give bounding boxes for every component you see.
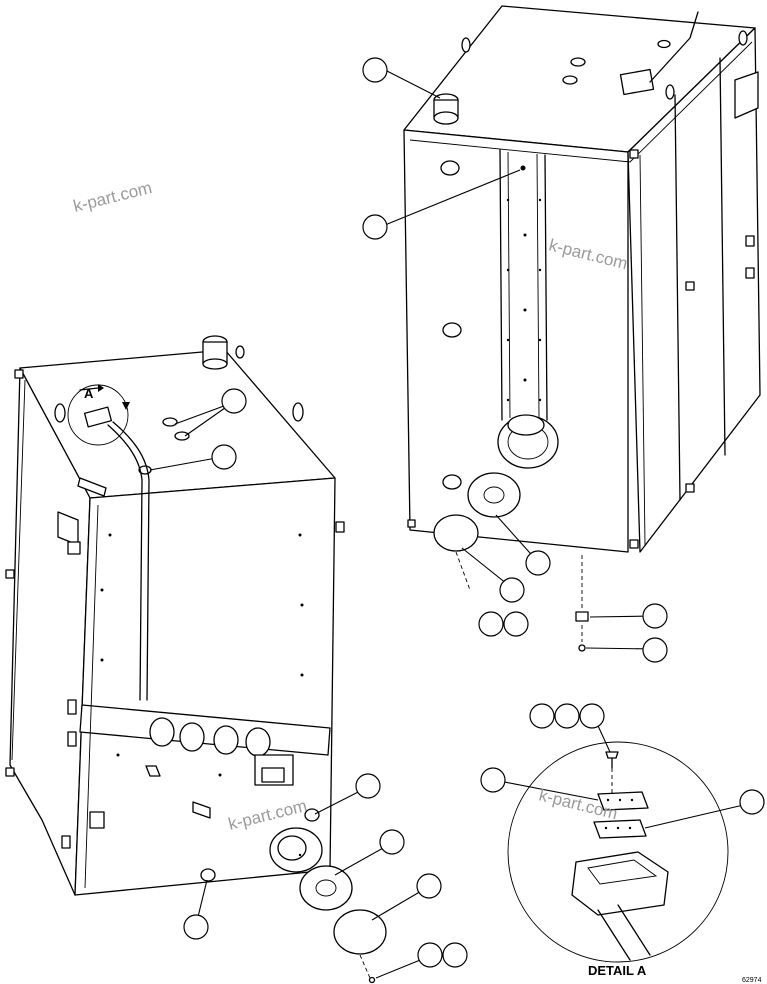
callout-bubble: [478, 611, 504, 637]
view-arrow-label: A: [84, 386, 94, 401]
callout-bubble: [642, 603, 668, 629]
tank-rear-view: [403, 5, 761, 652]
callout-bubble: [211, 444, 237, 470]
callout-bubble: [183, 914, 209, 940]
watermark: k-part.com: [537, 785, 620, 823]
tank-front-view: [5, 335, 387, 984]
callout-bubble: [379, 829, 405, 855]
detail-a-view: [507, 741, 729, 963]
callout-bubble: [579, 703, 605, 729]
callout-bubble: [503, 611, 529, 637]
drawing-id: 62974: [742, 977, 762, 984]
watermark: k-part.com: [71, 178, 154, 216]
callout-bubble: [362, 57, 388, 83]
callout-bubble: [417, 942, 443, 968]
callout-bubbles: [183, 57, 765, 968]
detail-a-title: DETAIL A: [588, 963, 647, 978]
callout-bubble: [221, 388, 247, 414]
callout-bubble: [739, 789, 765, 815]
callout-bubble: [529, 703, 555, 729]
callout-bubble: [480, 767, 506, 793]
callout-bubble: [355, 773, 381, 799]
callout-bubble: [554, 703, 580, 729]
callout-bubble: [525, 550, 551, 576]
callout-bubble: [499, 577, 525, 603]
callout-bubble: [642, 637, 668, 663]
callout-bubble: [362, 214, 388, 240]
callout-bubble: [416, 873, 442, 899]
callout-bubble: [442, 942, 468, 968]
